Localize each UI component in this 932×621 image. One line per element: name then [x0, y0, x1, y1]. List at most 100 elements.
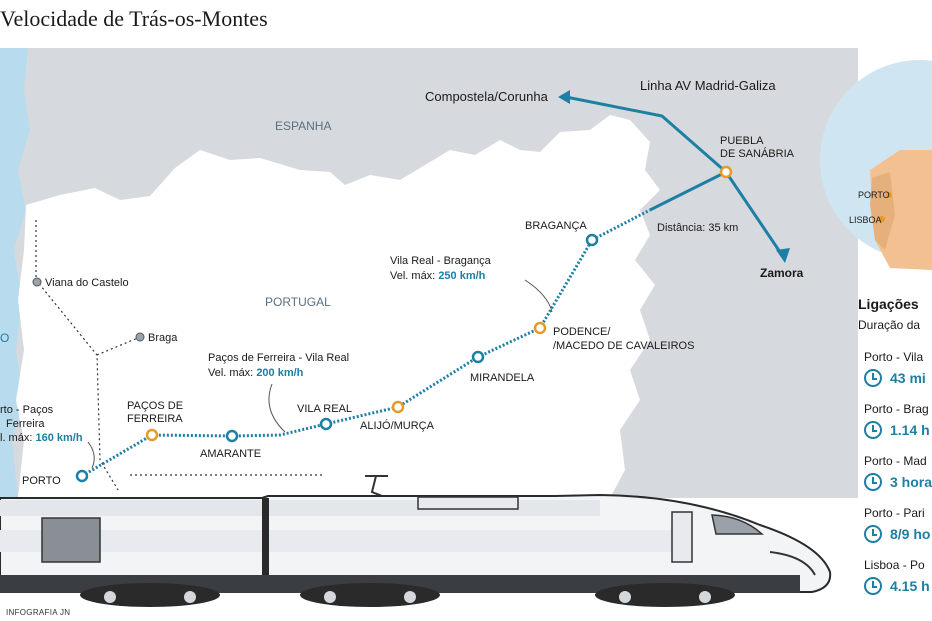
connections-subtitle: Duração da: [858, 318, 921, 332]
leader-porto-pacos: [87, 441, 95, 469]
label-distance: Distância: 35 km: [657, 222, 738, 234]
label-espanha: ESPANHA: [275, 119, 331, 133]
connection-route: Porto - Brag: [864, 402, 929, 416]
station-amarante: [225, 429, 239, 443]
portugal-land: [16, 115, 660, 498]
label-madrid-galiza: Linha AV Madrid-Galiza: [640, 78, 776, 93]
connections-panel: Ligações Duração da Porto - Vila 43 mi P…: [858, 296, 932, 621]
label-vila-real: VILA REAL: [297, 403, 352, 415]
wheel: [699, 591, 711, 603]
zamora-arrow: [776, 248, 790, 263]
station-braganca: [585, 233, 599, 247]
label-compostela: Compostela/Corunha: [425, 89, 549, 104]
madrid-galiza-line: [565, 95, 784, 256]
segment-vr-braganca-name: Vila Real - Bragança: [390, 255, 492, 267]
compostela-arrow: [558, 90, 570, 104]
station-porto: [75, 469, 89, 483]
wheel: [404, 591, 416, 603]
segment-porto-pacos-speed: l. máx: 160 km/h: [0, 432, 83, 444]
label-puebla-1: PUEBLA: [720, 135, 764, 147]
station-mirandela: [471, 350, 485, 364]
connection-route: Porto - Vila: [864, 350, 924, 364]
connection-item: Porto - Mad 3 hora: [864, 454, 932, 491]
connections-title: Ligações: [858, 296, 919, 312]
puebla-link: [649, 170, 727, 212]
label-zamora: Zamora: [760, 266, 804, 280]
globe-porto-dot: [886, 192, 892, 198]
connection-route: Lisboa - Po: [864, 558, 925, 572]
segment-pf-vr-speed: Vel. máx: 200 km/h: [208, 367, 304, 379]
label-amarante: AMARANTE: [200, 448, 261, 460]
label-pacos-2: FERREIRA: [127, 413, 183, 425]
connection-time: 8/9 ho: [890, 526, 931, 542]
door: [671, 511, 693, 563]
label-podence-2: /MACEDO DE CAVALEIROS: [553, 340, 694, 352]
label-braganca: BRAGANÇA: [525, 220, 587, 232]
label-pacos-1: PAÇOS DE: [127, 400, 183, 412]
sea: [0, 48, 30, 498]
label-alijo: ALIJÓ/MURÇA: [360, 419, 435, 432]
label-braga: Braga: [148, 332, 178, 344]
label-viana: Viana do Castelo: [45, 277, 129, 289]
clock-icon: [864, 473, 882, 491]
wheel: [184, 591, 196, 603]
label-porto: PORTO: [22, 475, 61, 487]
label-podence-1: PODENCE/: [553, 326, 611, 338]
clock-icon: [864, 525, 882, 543]
page-title: Velocidade de Trás-os-Montes: [0, 6, 268, 31]
globe-lisboa-label: LISBOA: [849, 215, 882, 225]
city-viana: [32, 277, 42, 287]
roof-box: [417, 496, 519, 510]
window-band: [0, 530, 680, 552]
connection-route: Porto - Pari: [864, 506, 925, 520]
clock-icon: [864, 369, 882, 387]
wheels: [104, 591, 711, 603]
proposed-route: [81, 208, 651, 478]
clock-icon: [864, 577, 882, 595]
nose-stripe: [769, 551, 816, 576]
city-braga: [135, 332, 145, 342]
segment-pf-vr-name: Paços de Ferreira - Vila Real: [208, 352, 349, 364]
wheel: [104, 591, 116, 603]
bogie-3: [595, 583, 735, 607]
leader-pf-vr: [268, 383, 286, 433]
station-podence: [533, 321, 547, 335]
wheel: [619, 591, 631, 603]
connection-time: 1.14 h: [890, 422, 930, 438]
leader-vr-braganca: [524, 279, 553, 313]
station-alijo: [391, 400, 405, 414]
label-portugal: PORTUGAL: [265, 295, 331, 309]
label-mirandela: MIRANDELA: [470, 372, 535, 384]
connection-item: Porto - Pari 8/9 ho: [864, 506, 932, 543]
station-pacos: [145, 428, 159, 442]
segment-vr-braganca-speed: Vel. máx: 250 km/h: [390, 270, 486, 282]
credit: INFOGRAFIA JN: [6, 608, 71, 617]
bogie-2: [300, 583, 440, 607]
border-dots: [35, 220, 325, 491]
connection-time: 43 mi: [890, 370, 926, 386]
connection-time: 3 hora: [890, 474, 932, 490]
segment-porto-pacos-name-2: Ferreira: [6, 418, 45, 430]
bogie-1: [80, 583, 220, 607]
wheel: [324, 591, 336, 603]
station-vila-real: [319, 417, 333, 431]
globe-porto-label: PORTO: [858, 190, 890, 200]
connection-route: Porto - Mad: [864, 454, 927, 468]
station-puebla: [719, 165, 733, 179]
stations: [32, 165, 892, 483]
connection-time: 4.15 h: [890, 578, 930, 594]
clock-icon: [864, 421, 882, 439]
train: [0, 475, 832, 607]
connection-item: Porto - Brag 1.14 h: [864, 402, 932, 439]
car-gap: [262, 498, 269, 592]
windshield: [711, 514, 764, 535]
globe-lisboa-dot: [879, 216, 885, 222]
globe-portugal: [870, 172, 895, 250]
bogies: [80, 583, 735, 607]
vent-grille: [41, 517, 101, 563]
connection-item: Porto - Vila 43 mi: [864, 350, 932, 387]
label-porto-cut: O: [0, 331, 9, 345]
segment-porto-pacos-name-1: rto - Paços: [0, 404, 54, 416]
label-puebla-2: DE SANÁBRIA: [720, 147, 795, 160]
